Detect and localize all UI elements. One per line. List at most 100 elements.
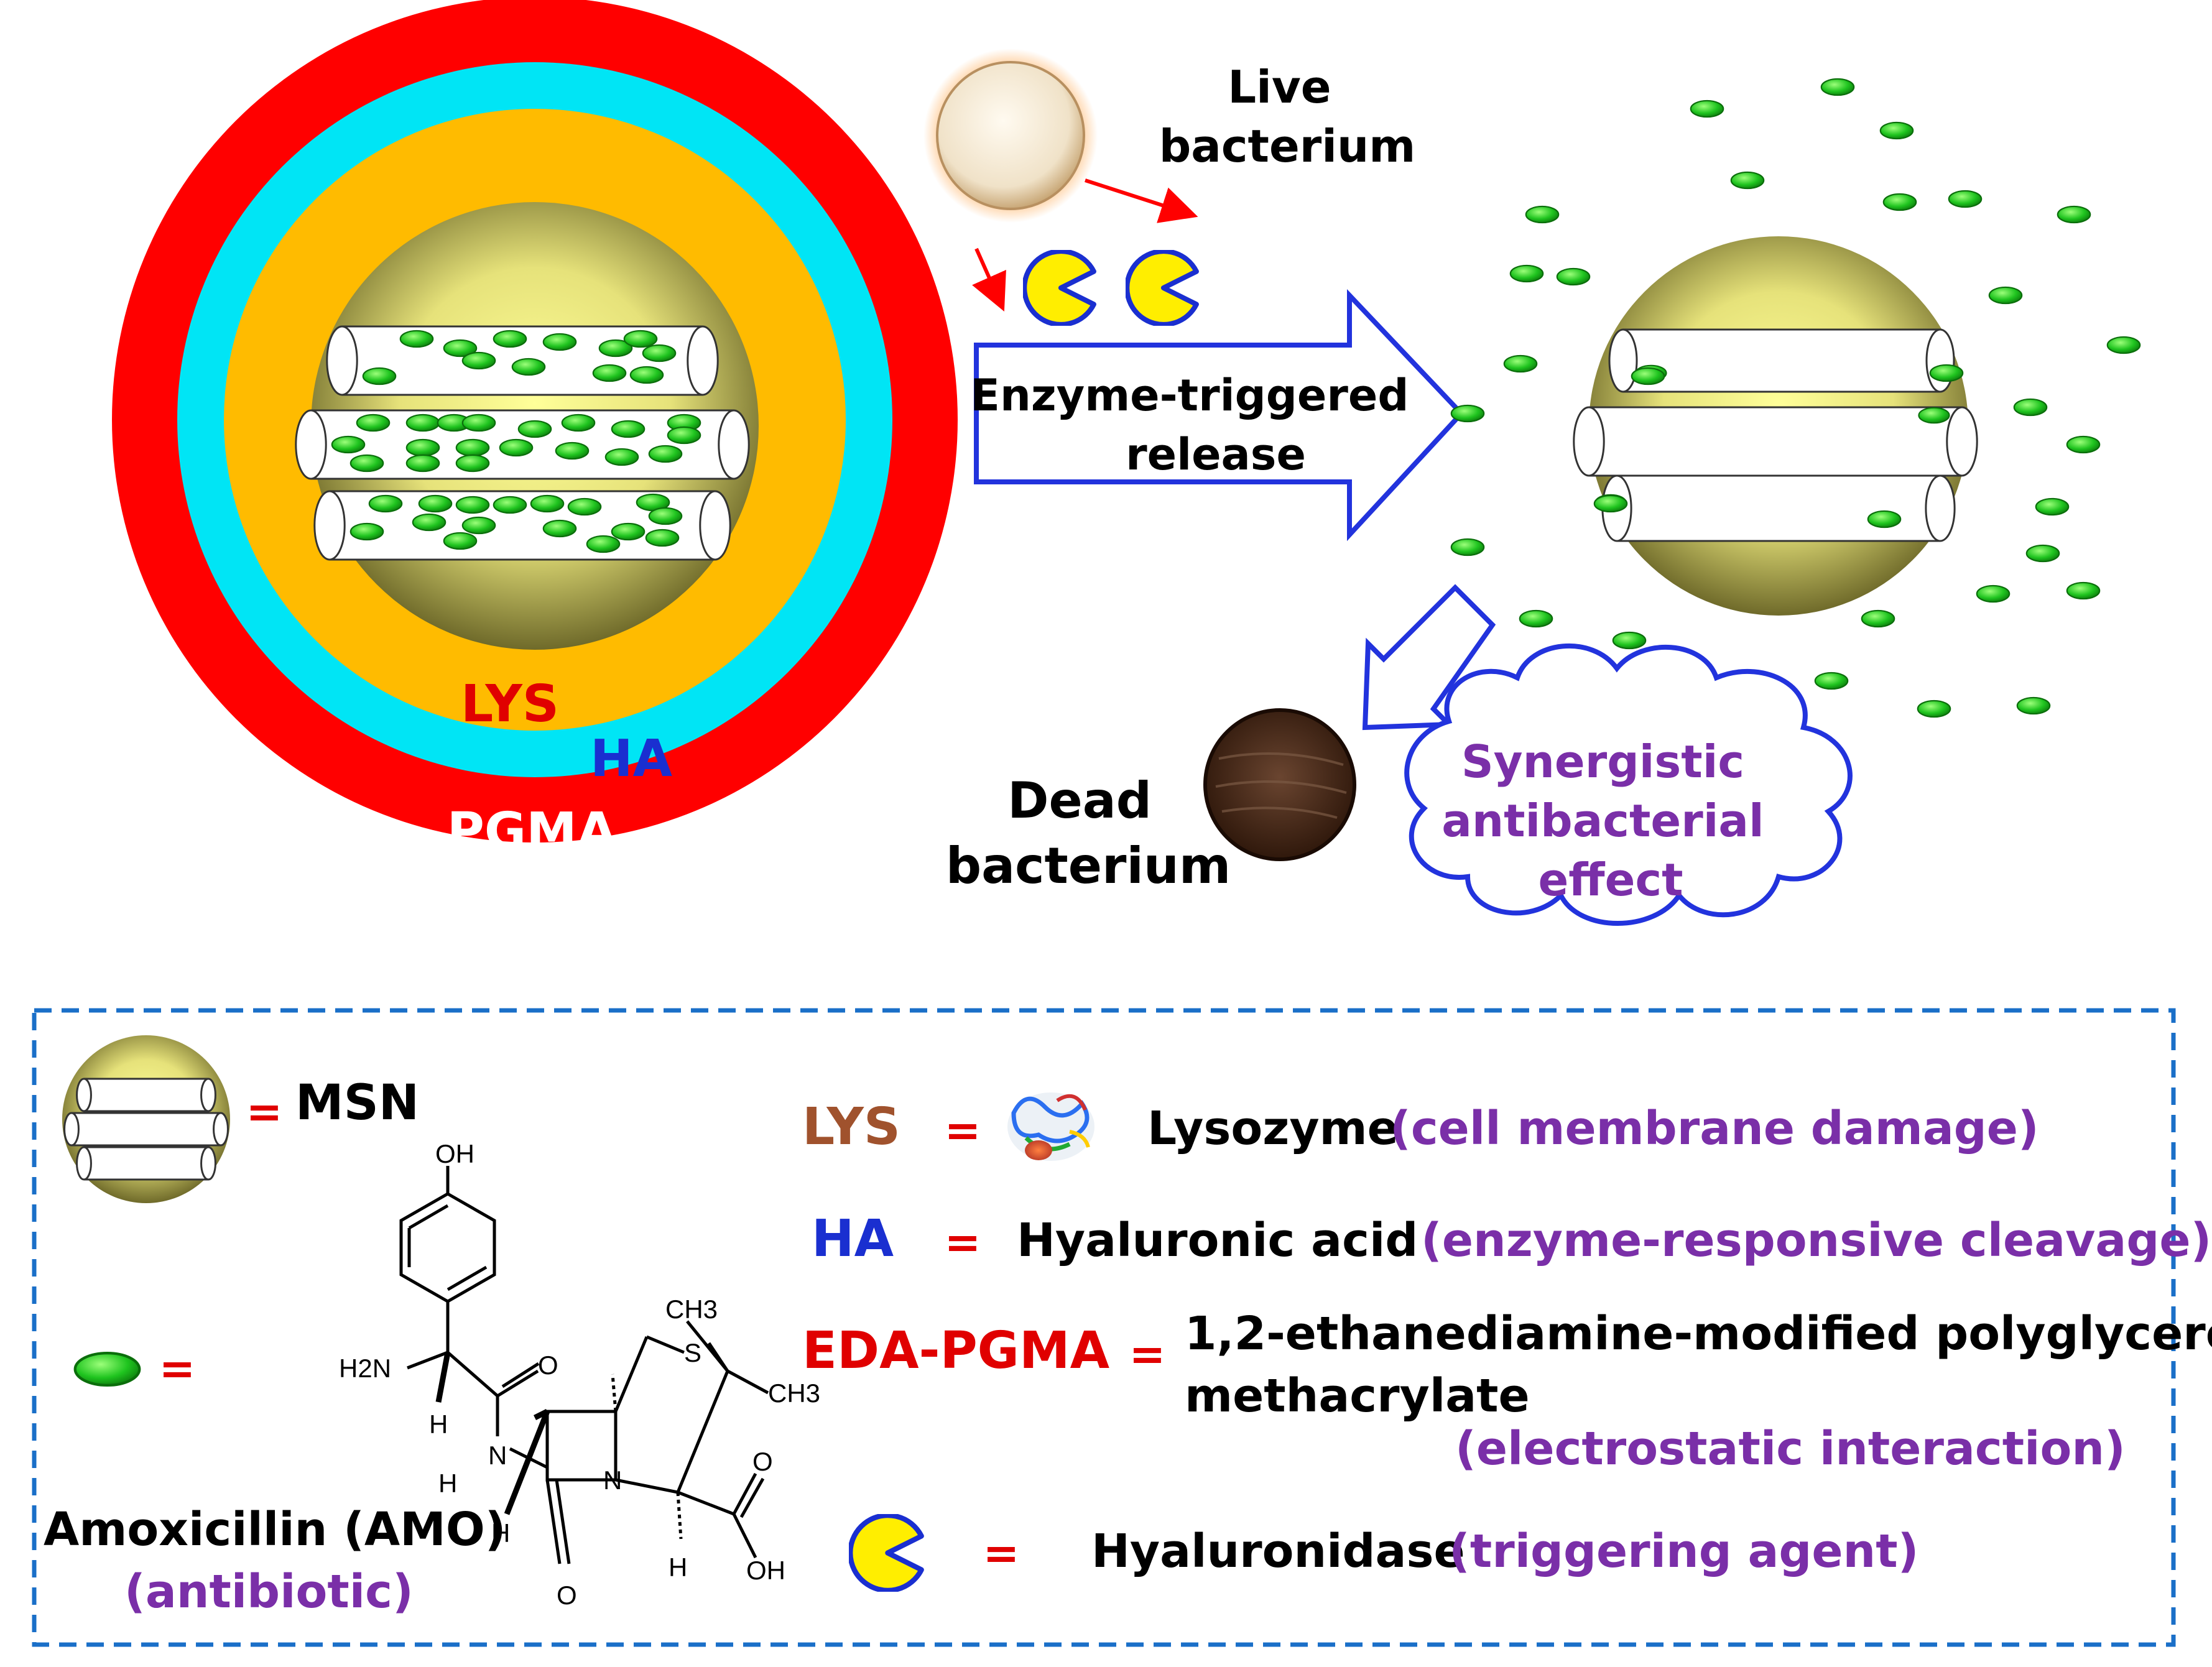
- amoxicillin-molecule: [2035, 497, 2070, 516]
- amoxicillin-molecule: [362, 367, 397, 386]
- legend-lys-name: Lysozyme: [1147, 1102, 1399, 1155]
- amoxicillin-molecule: [412, 513, 447, 532]
- live-bacterium: [923, 48, 1098, 223]
- amoxicillin-molecule: [1525, 205, 1560, 224]
- legend-amo-name: Amoxicillin (AMO): [44, 1503, 506, 1556]
- legend-lys-abbr: LYS: [802, 1097, 900, 1157]
- layer-label-ha: HA: [590, 729, 673, 788]
- amoxicillin-molecule: [1612, 631, 1647, 650]
- amoxicillin-molecule: [461, 351, 496, 370]
- to-dead-arrow: [1362, 584, 1496, 731]
- amoxicillin-molecule: [604, 448, 639, 466]
- legend-pore-2: [63, 1112, 229, 1147]
- legend-equals-eda: =: [1129, 1329, 1166, 1380]
- release-label-line2: release: [1126, 429, 1306, 480]
- amoxicillin-molecule: [567, 497, 602, 516]
- lysozyme-icon: [1007, 1092, 1094, 1161]
- amoxicillin-molecule: [561, 413, 596, 432]
- amoxicillin-molecule: [1503, 354, 1538, 373]
- amoxicillin-molecule: [586, 535, 621, 553]
- chem-h2: H: [438, 1469, 457, 1498]
- amoxicillin-molecule: [1730, 171, 1765, 190]
- dead-bacterium: [1203, 708, 1356, 861]
- legend-equals-msn: =: [246, 1086, 283, 1137]
- red-arrow-down: [972, 247, 1006, 312]
- amoxicillin-molecule: [629, 366, 664, 384]
- legend-lys-role: (cell membrane damage): [1390, 1102, 2039, 1155]
- legend-ha-abbr: HA: [812, 1209, 894, 1268]
- amoxicillin-molecule: [331, 435, 366, 454]
- amoxicillin-molecule: [1861, 609, 1895, 628]
- empty-pore-1: [1608, 328, 1955, 393]
- legend-msn-label: MSN: [295, 1075, 419, 1131]
- amoxicillin-molecule: [1690, 99, 1724, 118]
- amoxicillin-molecule: [592, 364, 627, 382]
- synergy-line3: effect: [1538, 854, 1683, 906]
- amoxicillin-molecule: [1814, 672, 1849, 690]
- amoxicillin-molecule: [2066, 581, 2101, 600]
- legend-equals-lys: =: [945, 1105, 981, 1156]
- amoxicillin-molecule: [493, 496, 527, 514]
- amoxicillin-molecule: [530, 494, 565, 513]
- legend-ha-role: (enzyme-responsive cleavage): [1421, 1214, 2211, 1267]
- amoxicillin-molecule: [1450, 538, 1485, 556]
- amoxicillin-molecule: [443, 532, 478, 550]
- amoxicillin-molecule: [645, 529, 680, 547]
- hyaluronidase-icon: [1127, 251, 1196, 325]
- empty-pore-2: [1573, 406, 1978, 477]
- amoxicillin-molecule: [2016, 696, 2051, 715]
- legend-drug-symbol: [75, 1353, 140, 1385]
- amoxicillin-molecule: [648, 445, 683, 463]
- loaded-pores: [295, 325, 750, 561]
- live-label-line2: bacterium: [1159, 120, 1416, 172]
- amoxicillin-molecule: [455, 496, 490, 514]
- amoxicillin-molecule: [418, 494, 453, 513]
- chem-oh2: OH: [746, 1556, 785, 1585]
- release-arrow: [974, 289, 1465, 542]
- amoxicillin-molecule: [1593, 494, 1628, 513]
- amoxicillin-molecule: [1631, 367, 1665, 386]
- legend-eda-abbr: EDA-PGMA: [802, 1321, 1110, 1380]
- amoxicillin-molecule: [405, 454, 440, 473]
- legend-equals-hyal: =: [983, 1528, 1020, 1579]
- legend-hyal-name: Hyaluronidase: [1091, 1525, 1465, 1578]
- amoxicillin-molecule: [611, 420, 646, 438]
- amoxicillin-molecule: [356, 413, 391, 432]
- amoxicillin-molecule: [1882, 193, 1917, 211]
- chem-s: S: [684, 1338, 701, 1367]
- amoxicillin-molecule: [1918, 407, 1950, 424]
- red-arrow-right: [1085, 178, 1198, 223]
- amoxicillin-molecule: [1867, 510, 1902, 529]
- legend-ha-name: Hyaluronic acid: [1017, 1214, 1418, 1267]
- dead-bacterium-label: Dead bacterium: [946, 772, 1231, 895]
- chem-h4: H: [669, 1553, 687, 1582]
- amoxicillin-molecule: [1519, 609, 1553, 628]
- legend-equals-ha: =: [945, 1217, 981, 1268]
- legend-eda-name-2: methacrylate: [1185, 1369, 1530, 1423]
- amoxicillin-molecule: [517, 420, 552, 438]
- amoxicillin-molecule: [1917, 700, 1951, 718]
- legend-hyaluronidase-icon: [850, 1515, 921, 1591]
- legend-pore-1: [76, 1078, 216, 1112]
- release-arrow-label: Enzyme-triggered release: [970, 370, 1424, 480]
- amoxicillin-molecule: [1509, 264, 1544, 283]
- amoxicillin-molecule: [2025, 544, 2060, 563]
- layer-label-lys: LYS: [461, 675, 559, 734]
- empty-pore-3: [1601, 474, 1956, 542]
- synergy-label: Synergistic antibacterial effect: [1442, 736, 1780, 906]
- amoxicillin-structure: [399, 1166, 769, 1564]
- amoxicillin-molecule: [2106, 336, 2141, 354]
- chem-nh: N: [488, 1441, 507, 1470]
- live-label-line1: Live: [1228, 61, 1331, 113]
- chem-h2n: H2N: [339, 1354, 391, 1383]
- release-label-line1: Enzyme-triggered: [970, 370, 1409, 421]
- synergy-line2: antibacterial: [1442, 795, 1764, 847]
- amoxicillin-molecule: [461, 413, 496, 432]
- synergy-cloud: [1404, 643, 1853, 926]
- amoxicillin-molecule: [1556, 267, 1591, 286]
- chem-ch3b: CH3: [768, 1378, 820, 1408]
- amoxicillin-molecule: [511, 358, 546, 376]
- legend-amo-role: (antibiotic): [124, 1565, 414, 1619]
- amoxicillin-molecule: [349, 454, 384, 473]
